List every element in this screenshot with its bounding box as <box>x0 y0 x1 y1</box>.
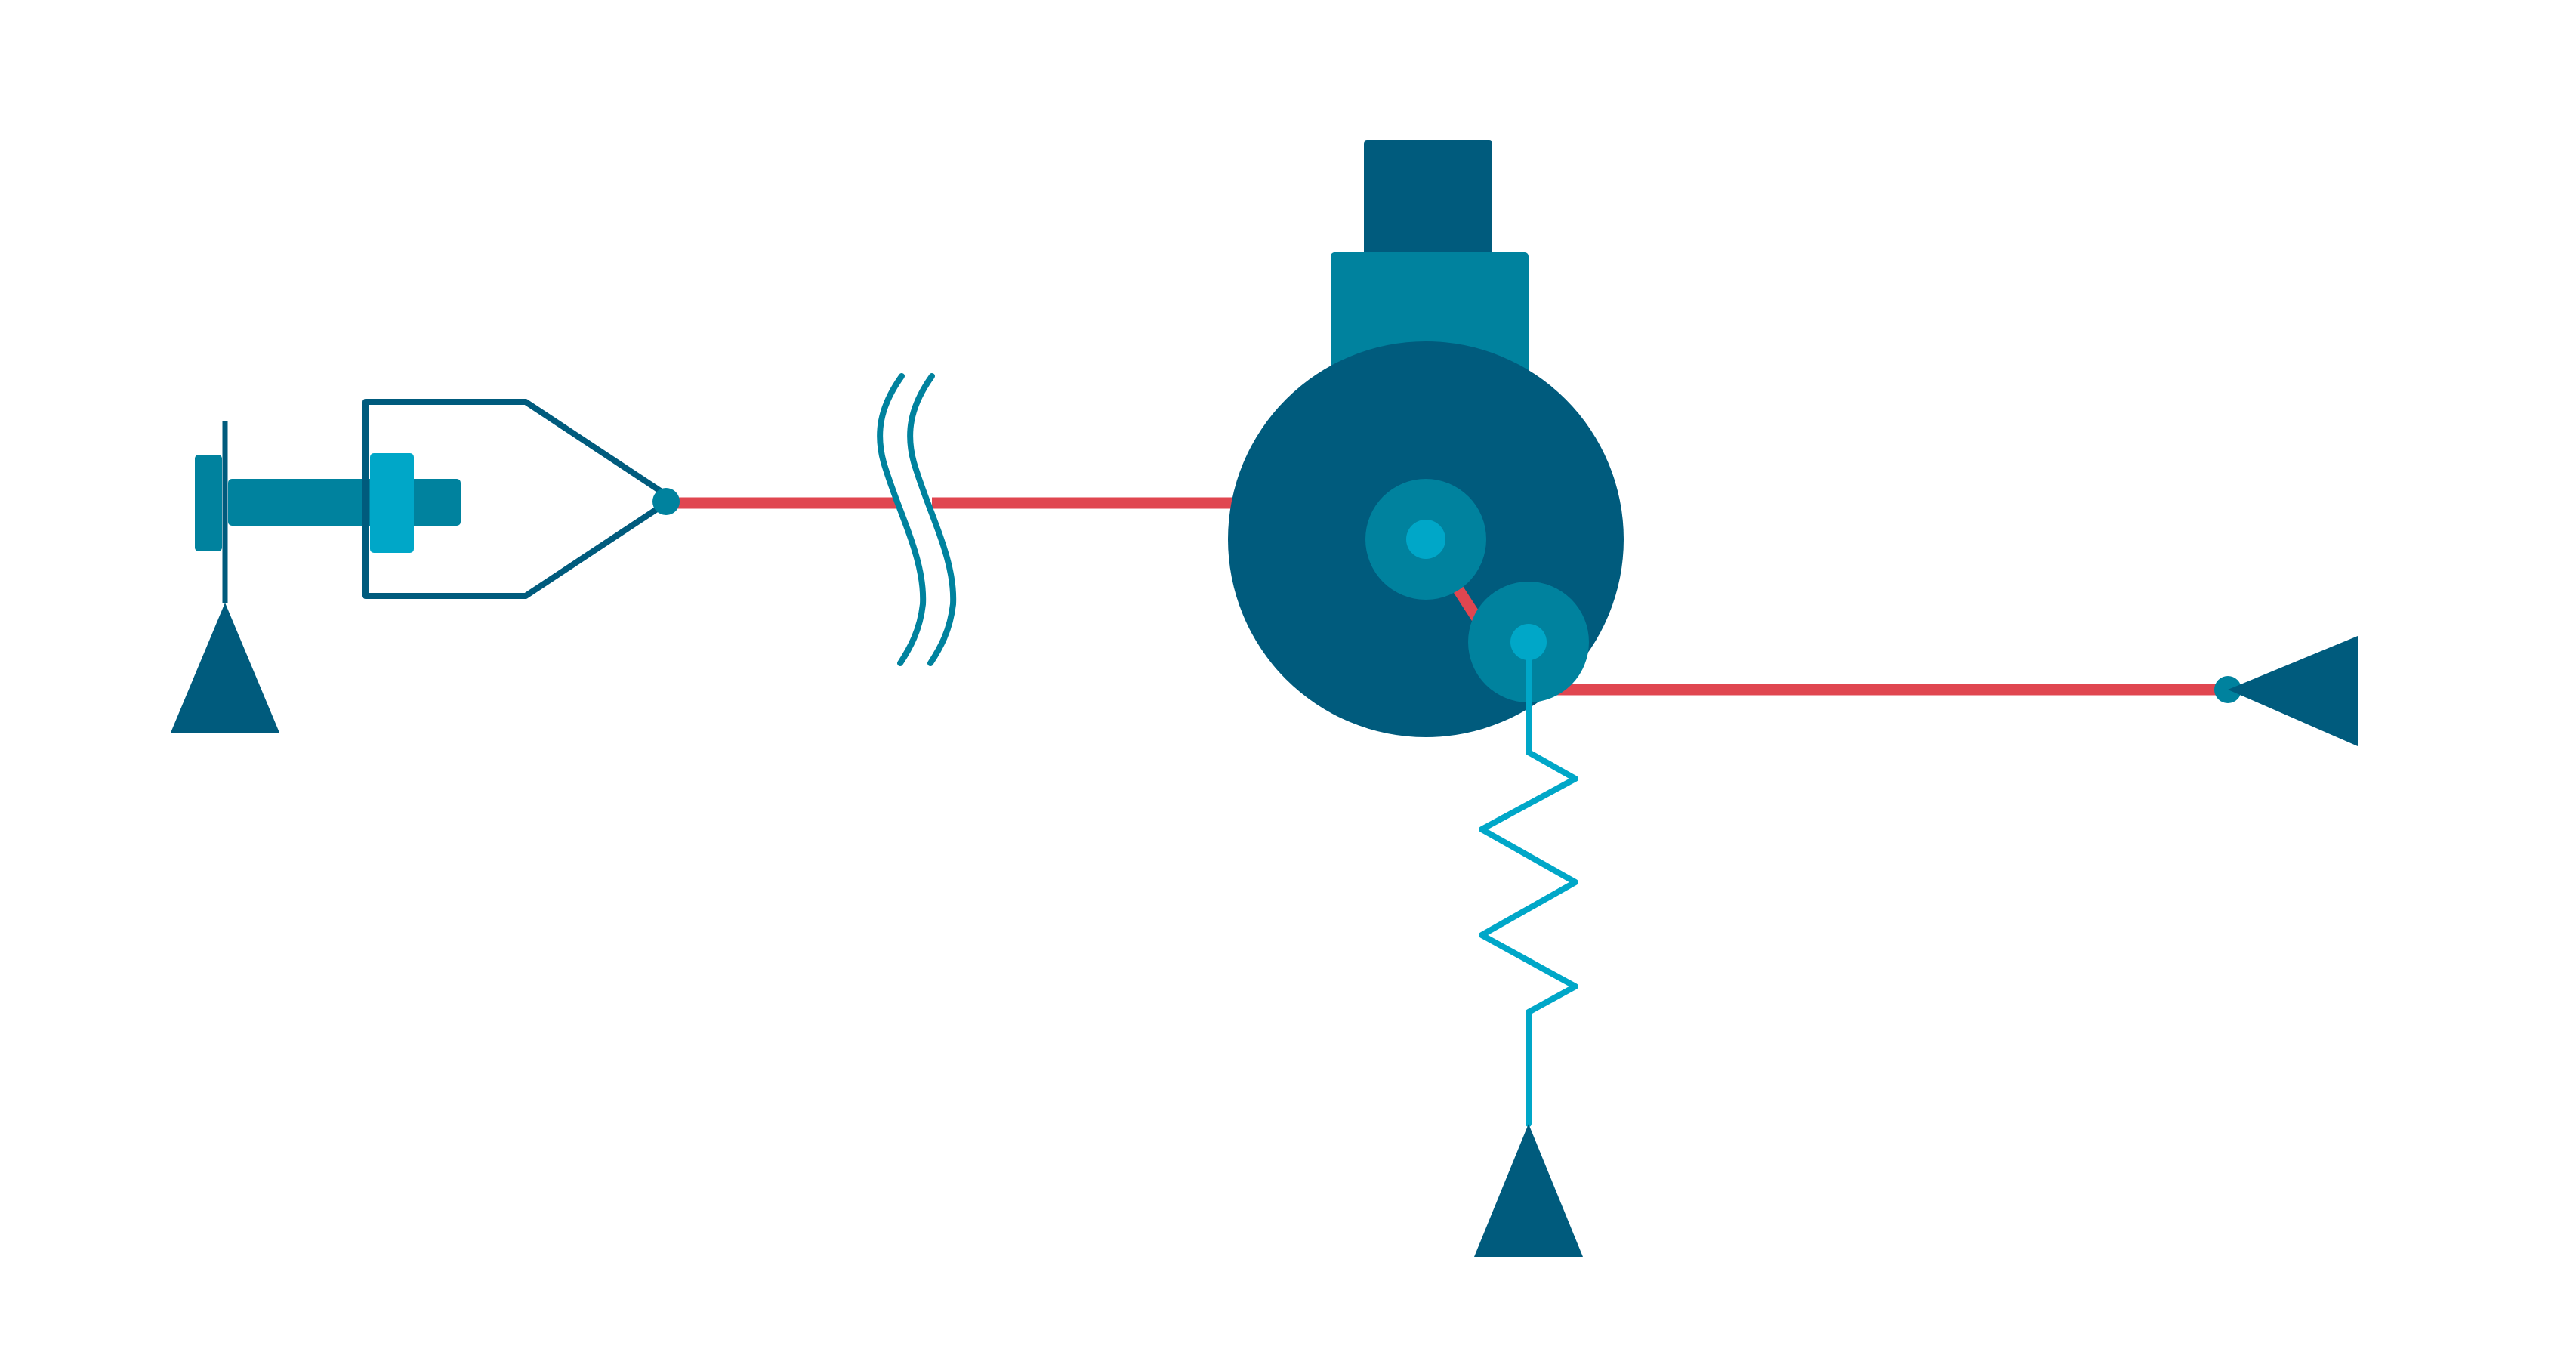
actuator-shaft <box>228 479 461 526</box>
ground-triangle-right <box>2228 636 2358 746</box>
collet-outline <box>362 399 668 599</box>
collet-insert <box>370 453 414 553</box>
actuator-rod <box>195 455 461 551</box>
actuator-end-plate <box>195 455 222 551</box>
ground-support-left <box>171 421 279 733</box>
break-wave-left <box>877 373 927 666</box>
motor-cap-top <box>1364 140 1492 264</box>
cable-break-symbol <box>877 373 957 666</box>
collet-pin <box>652 488 680 515</box>
ground-triangle-bottom <box>1474 1124 1583 1257</box>
break-wave-right <box>907 373 957 666</box>
spring-coil <box>1479 639 1578 1127</box>
ground-triangle-left <box>171 603 279 733</box>
drive-pulley-hub <box>1406 520 1445 559</box>
drive-pulley <box>1365 479 1486 600</box>
collet-clamp <box>362 399 668 599</box>
tension-spring <box>1479 639 1578 1127</box>
ground-support-right <box>2214 636 2358 746</box>
